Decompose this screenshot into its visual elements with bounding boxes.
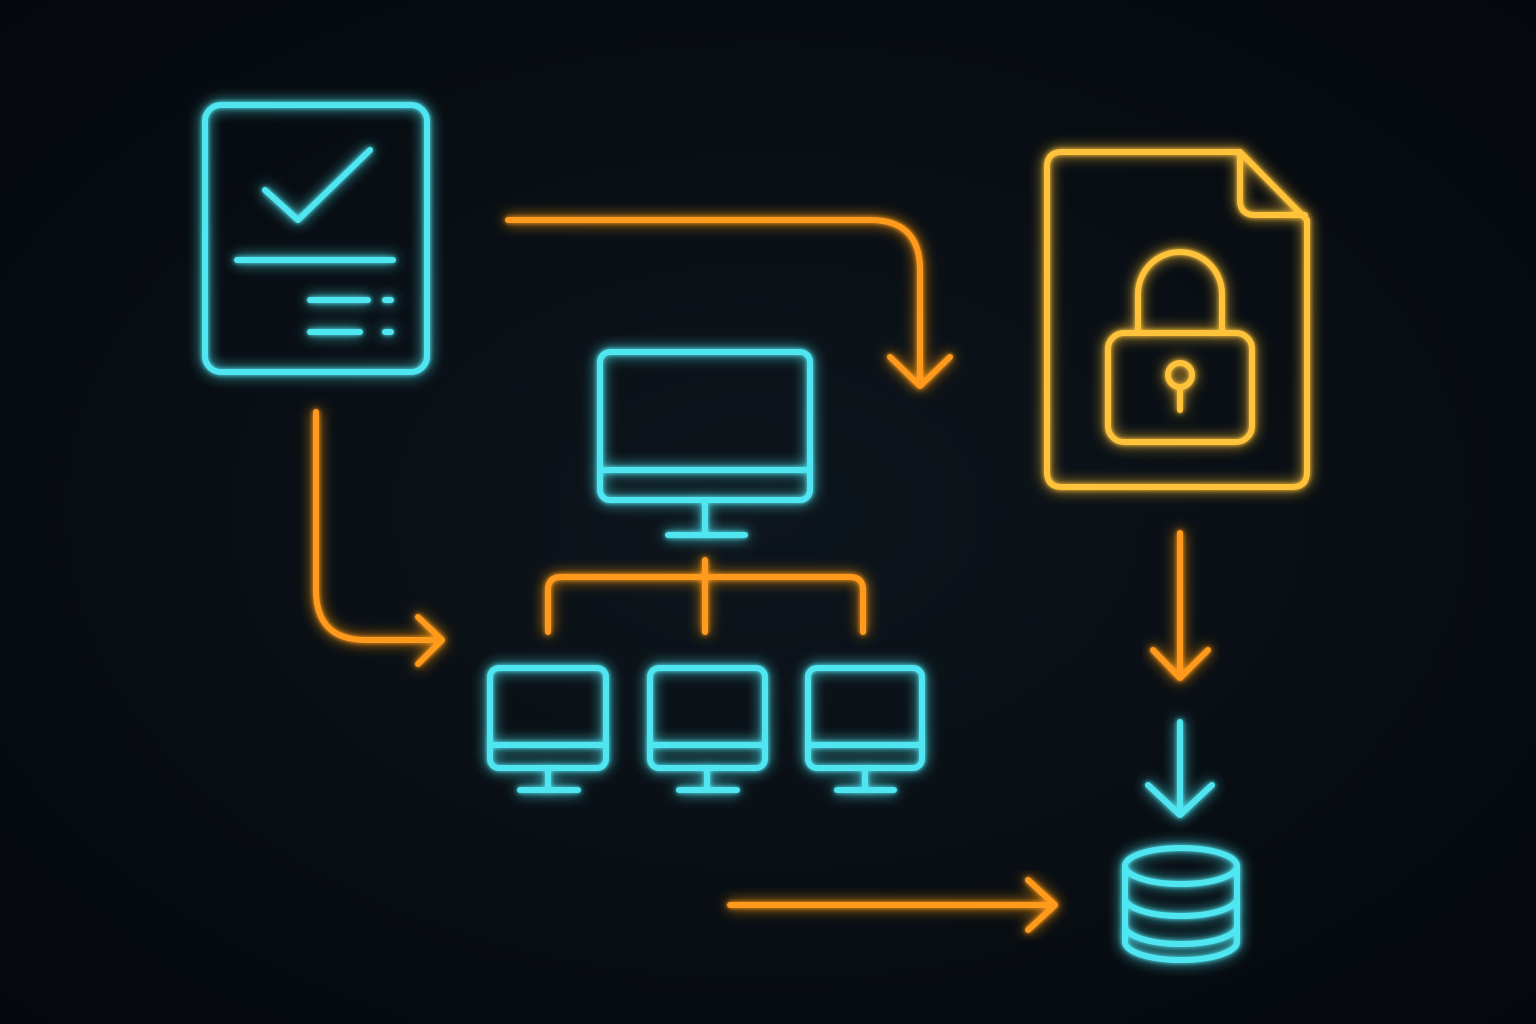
client-monitor-2	[647, 665, 768, 793]
network-tree-connector	[545, 557, 866, 635]
arrow-checklist-to-network	[313, 409, 445, 667]
database-icon	[1122, 845, 1240, 963]
client-monitor-1	[487, 665, 609, 793]
arrow-to-database	[727, 877, 1058, 933]
padlock-icon	[1105, 249, 1255, 445]
locked-file-icon	[1044, 149, 1310, 490]
arrow-checklist-to-locked-file	[505, 217, 953, 389]
checklist-document-icon	[202, 102, 430, 375]
client-monitor-3	[805, 665, 925, 793]
monitor-icon	[597, 349, 813, 538]
arrow-locked-file-down	[1150, 530, 1211, 681]
arrow-into-database	[1145, 719, 1215, 818]
